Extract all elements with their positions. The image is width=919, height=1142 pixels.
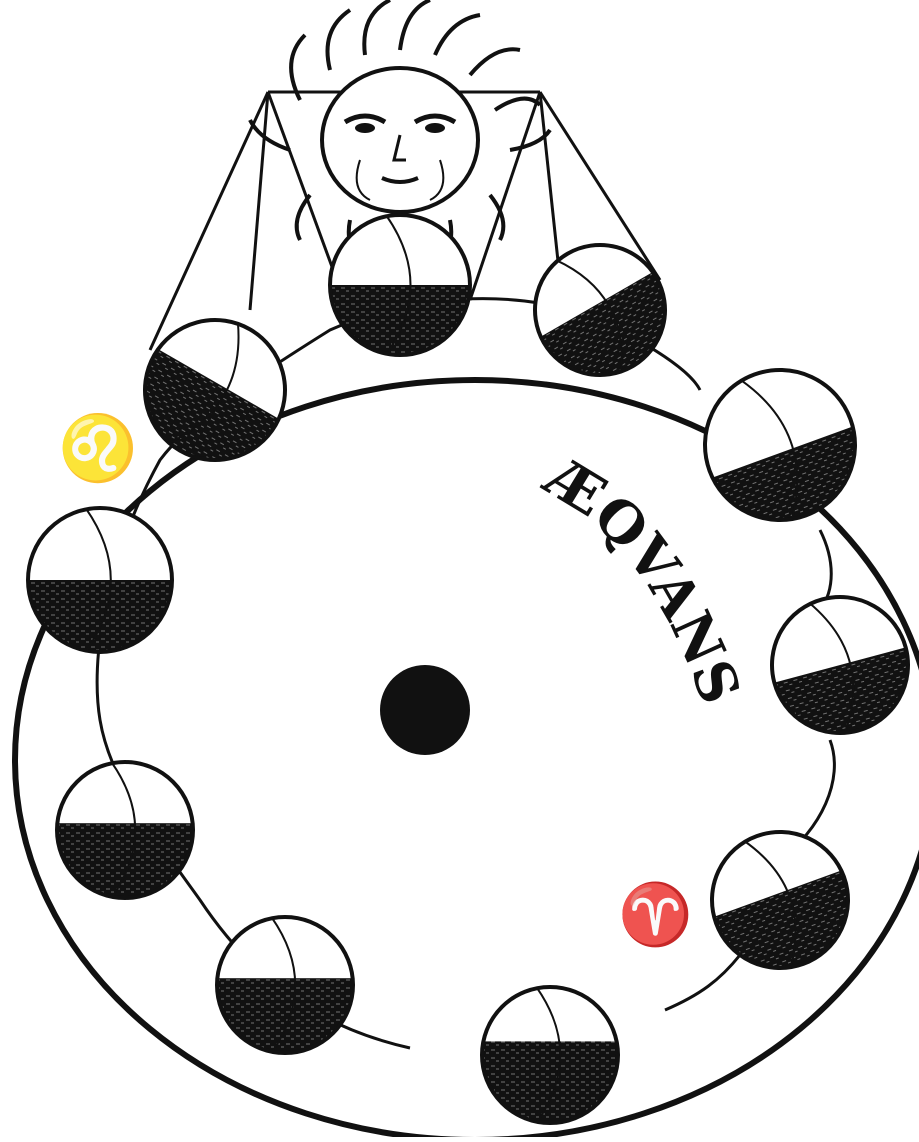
moon-phase-icon	[757, 582, 919, 814]
moon-phase-icon	[693, 813, 888, 1045]
moon-phase-icon	[28, 508, 172, 724]
moon-phases	[28, 215, 919, 1137]
moon-phase-icon	[511, 221, 718, 449]
earth-icon	[380, 665, 470, 755]
leo-symbol-icon: ♌	[58, 411, 138, 486]
moon-phase-icon	[482, 987, 618, 1137]
moon-phase-icon	[684, 349, 904, 619]
moon-phase-icon	[57, 762, 193, 959]
aries-symbol-icon: ♈	[618, 880, 693, 950]
